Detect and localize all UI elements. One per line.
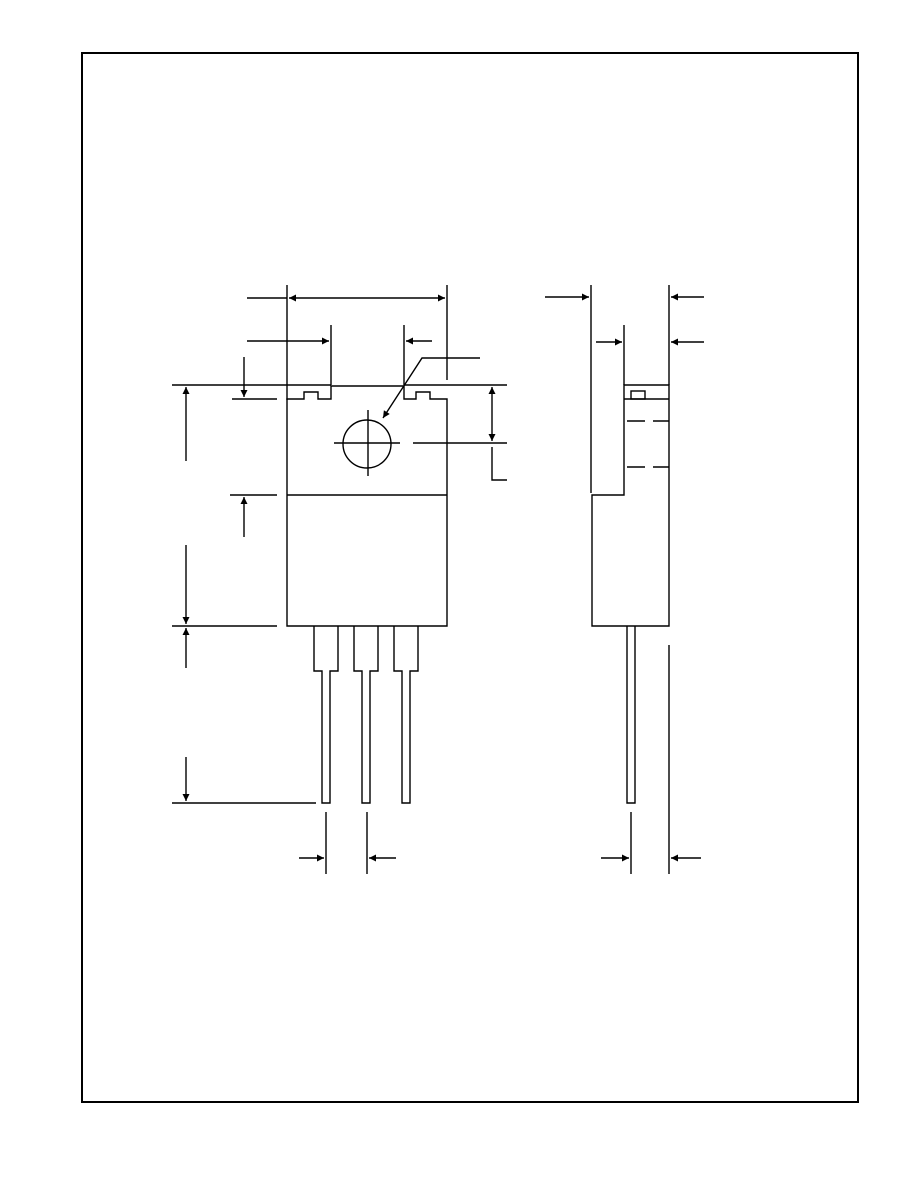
lead-3 — [393, 626, 419, 804]
page-border — [81, 52, 859, 1103]
side-view — [591, 384, 670, 874]
hole-center-bracket — [491, 447, 507, 481]
hole-callout-leader — [382, 357, 480, 419]
side-lead — [626, 626, 636, 804]
lead-2 — [353, 626, 379, 804]
mounting-hole — [342, 419, 392, 469]
front-tab-outline — [286, 385, 448, 627]
extension-lines — [172, 285, 670, 874]
front-view — [286, 385, 507, 804]
dimension-arrows — [182, 293, 704, 862]
lead-1 — [313, 626, 339, 804]
side-tab-notch — [630, 390, 646, 400]
